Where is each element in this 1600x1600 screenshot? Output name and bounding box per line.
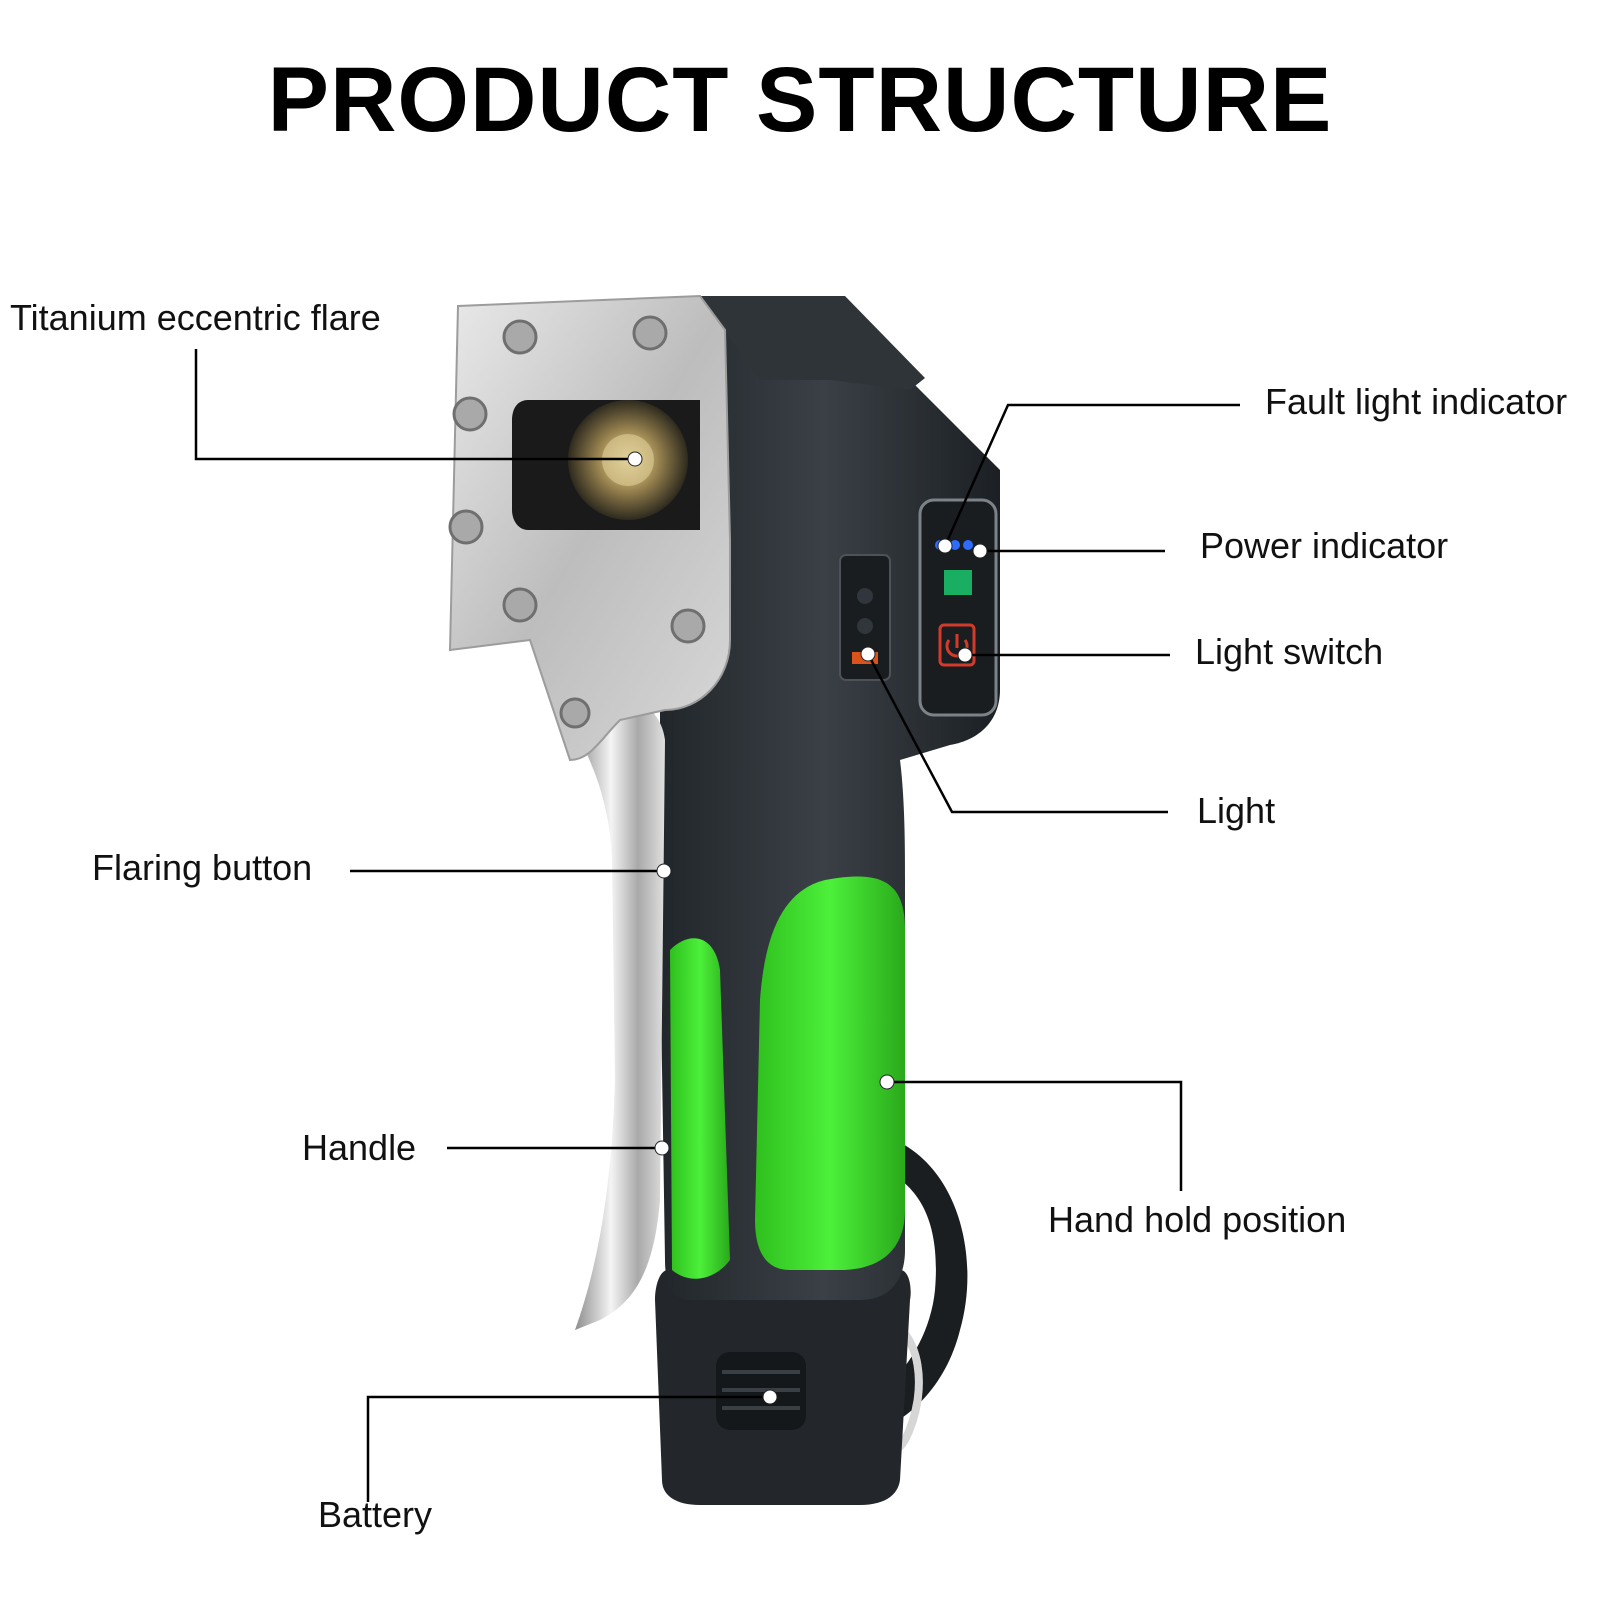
label-battery: Battery (318, 1494, 432, 1535)
tool-body (645, 300, 1000, 1300)
label-titanium-eccentric-flare: Titanium eccentric flare (10, 297, 381, 338)
label-light-switch: Light switch (1195, 631, 1383, 672)
label-handle: Handle (302, 1127, 416, 1168)
page-title: PRODUCT STRUCTURE (267, 49, 1333, 151)
tool-head (700, 296, 925, 390)
light-panel (839, 554, 891, 681)
tool-illustration (448, 294, 1000, 1505)
label-power-indicator: Power indicator (1200, 525, 1448, 566)
green-grip-inner (670, 938, 730, 1279)
label-light: Light (1197, 790, 1275, 831)
plate-screws (448, 315, 706, 729)
wrist-strap (870, 1140, 968, 1430)
label-flaring-button: Flaring button (92, 847, 312, 888)
label-hand-hold-position: Hand hold position (1048, 1199, 1346, 1240)
green-grip (755, 876, 905, 1270)
control-panel (918, 498, 998, 717)
label-fault-light-indicator: Fault light indicator (1265, 381, 1567, 422)
chrome-lever (575, 696, 665, 1330)
callout-leaders (194, 349, 1240, 1502)
